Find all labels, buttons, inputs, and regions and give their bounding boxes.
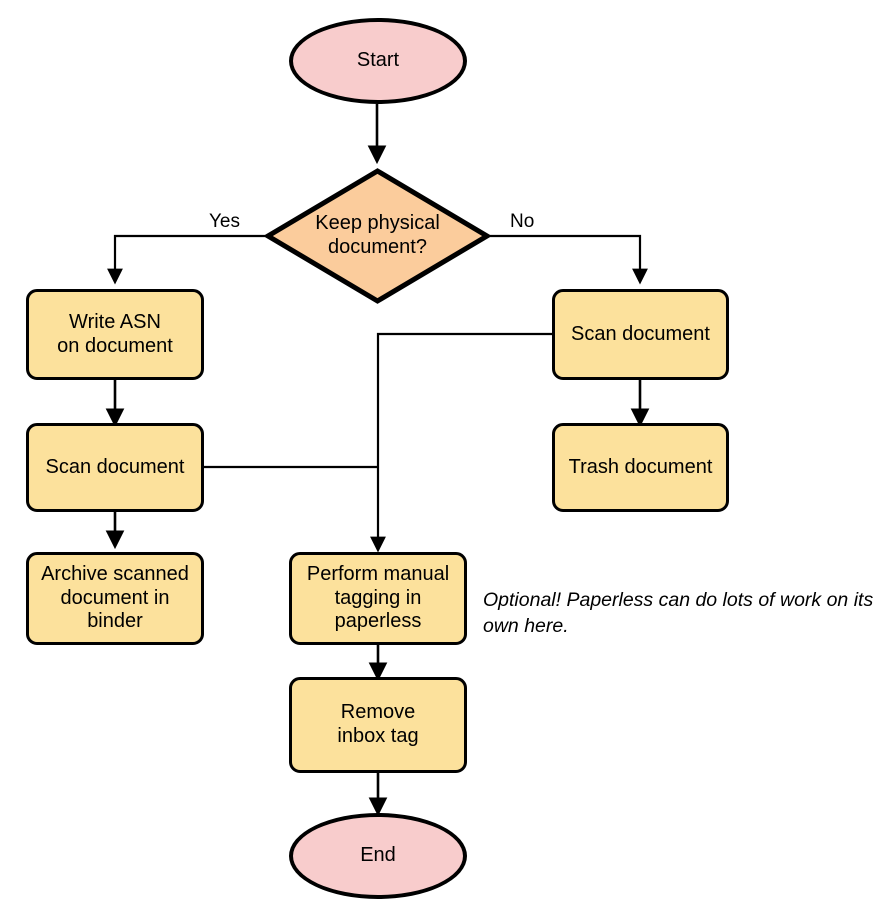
node-keep-physical-document-label: Keep physical document? xyxy=(315,212,440,258)
edge-keep-physical-to-scan-right xyxy=(490,234,648,285)
annotation-optional-note: Optional! Paperless can do lots of work … xyxy=(483,589,874,637)
node-end[interactable]: End xyxy=(289,813,467,899)
edge-label-no: No xyxy=(510,211,535,232)
node-scan-document-left[interactable]: Scan document xyxy=(26,423,204,512)
node-write-asn-on-document-label: Write ASN on document xyxy=(57,310,173,357)
node-scan-document-right[interactable]: Scan document xyxy=(552,289,729,380)
node-remove-inbox-tag[interactable]: Remove inbox tag xyxy=(289,677,467,773)
node-perform-manual-tagging-in-paperless-label: Perform manual tagging in paperless xyxy=(306,563,450,633)
node-write-asn-on-document[interactable]: Write ASN on document xyxy=(26,289,204,380)
node-archive-scanned-document-in-binder-label: Archive scanned document in binder xyxy=(41,563,189,633)
edge-scan-right-to-manual-tagging xyxy=(370,332,552,553)
node-perform-manual-tagging-in-paperless[interactable]: Perform manual tagging in paperless xyxy=(289,552,467,645)
node-archive-scanned-document-in-binder[interactable]: Archive scanned document in binder xyxy=(26,552,204,645)
node-start[interactable]: Start xyxy=(289,18,467,104)
node-scan-document-right-label: Scan document xyxy=(571,322,710,345)
node-end-label: End xyxy=(360,844,396,867)
edge-label-yes: Yes xyxy=(209,211,240,232)
node-scan-document-left-label: Scan document xyxy=(45,455,185,478)
node-keep-physical-document[interactable]: Keep physical document? xyxy=(265,168,490,304)
node-trash-document[interactable]: Trash document xyxy=(552,423,729,512)
edge-keep-physical-to-write-asn xyxy=(107,234,265,285)
node-start-label: Start xyxy=(356,49,400,72)
node-remove-inbox-tag-label: Remove inbox tag xyxy=(337,701,419,747)
diamond-shape xyxy=(265,168,490,304)
node-trash-document-label: Trash document xyxy=(568,455,713,478)
